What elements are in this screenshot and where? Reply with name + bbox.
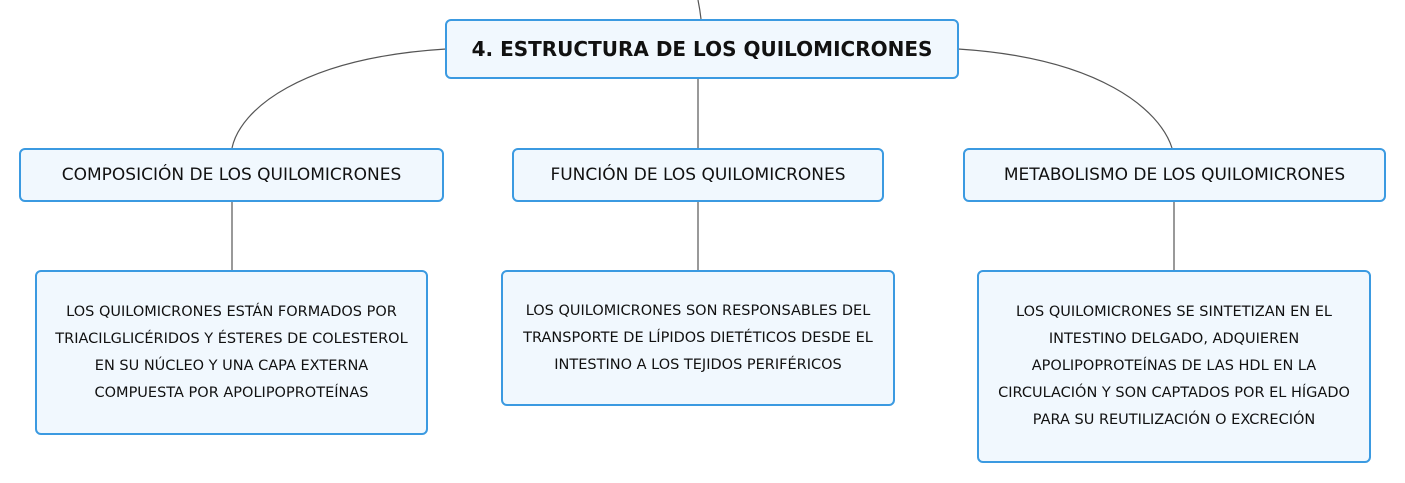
root-topic[interactable]: 4. ESTRUCTURA DE LOS QUILOMICRONES: [445, 19, 959, 79]
connector-root-metabolismo: [957, 48, 1173, 149]
detail-composicion-text: LOS QUILOMICRONES ESTÁN FORMADOS POR TRI…: [55, 303, 408, 401]
detail-metabolismo[interactable]: LOS QUILOMICRONES SE SINTETIZAN EN EL IN…: [977, 270, 1371, 463]
branch-funcion-label: FUNCIÓN DE LOS QUILOMICRONES: [550, 165, 846, 185]
detail-funcion-text: LOS QUILOMICRONES SON RESPONSABLES DEL T…: [523, 302, 873, 373]
branch-funcion[interactable]: FUNCIÓN DE LOS QUILOMICRONES: [512, 148, 884, 202]
connector-root-composition: [231, 48, 447, 149]
detail-metabolismo-text: LOS QUILOMICRONES SE SINTETIZAN EN EL IN…: [998, 304, 1350, 428]
branch-composicion-label: COMPOSICIÓN DE LOS QUILOMICRONES: [61, 165, 402, 185]
branch-metabolismo[interactable]: METABOLISMO DE LOS QUILOMICRONES: [963, 148, 1386, 202]
connector-parent-root: [697, 0, 702, 20]
root-topic-label: 4. ESTRUCTURA DE LOS QUILOMICRONES: [471, 37, 933, 61]
branch-composicion[interactable]: COMPOSICIÓN DE LOS QUILOMICRONES: [19, 148, 444, 202]
detail-funcion[interactable]: LOS QUILOMICRONES SON RESPONSABLES DEL T…: [501, 270, 895, 406]
branch-metabolismo-label: METABOLISMO DE LOS QUILOMICRONES: [1003, 165, 1346, 185]
detail-composicion[interactable]: LOS QUILOMICRONES ESTÁN FORMADOS POR TRI…: [35, 270, 428, 435]
